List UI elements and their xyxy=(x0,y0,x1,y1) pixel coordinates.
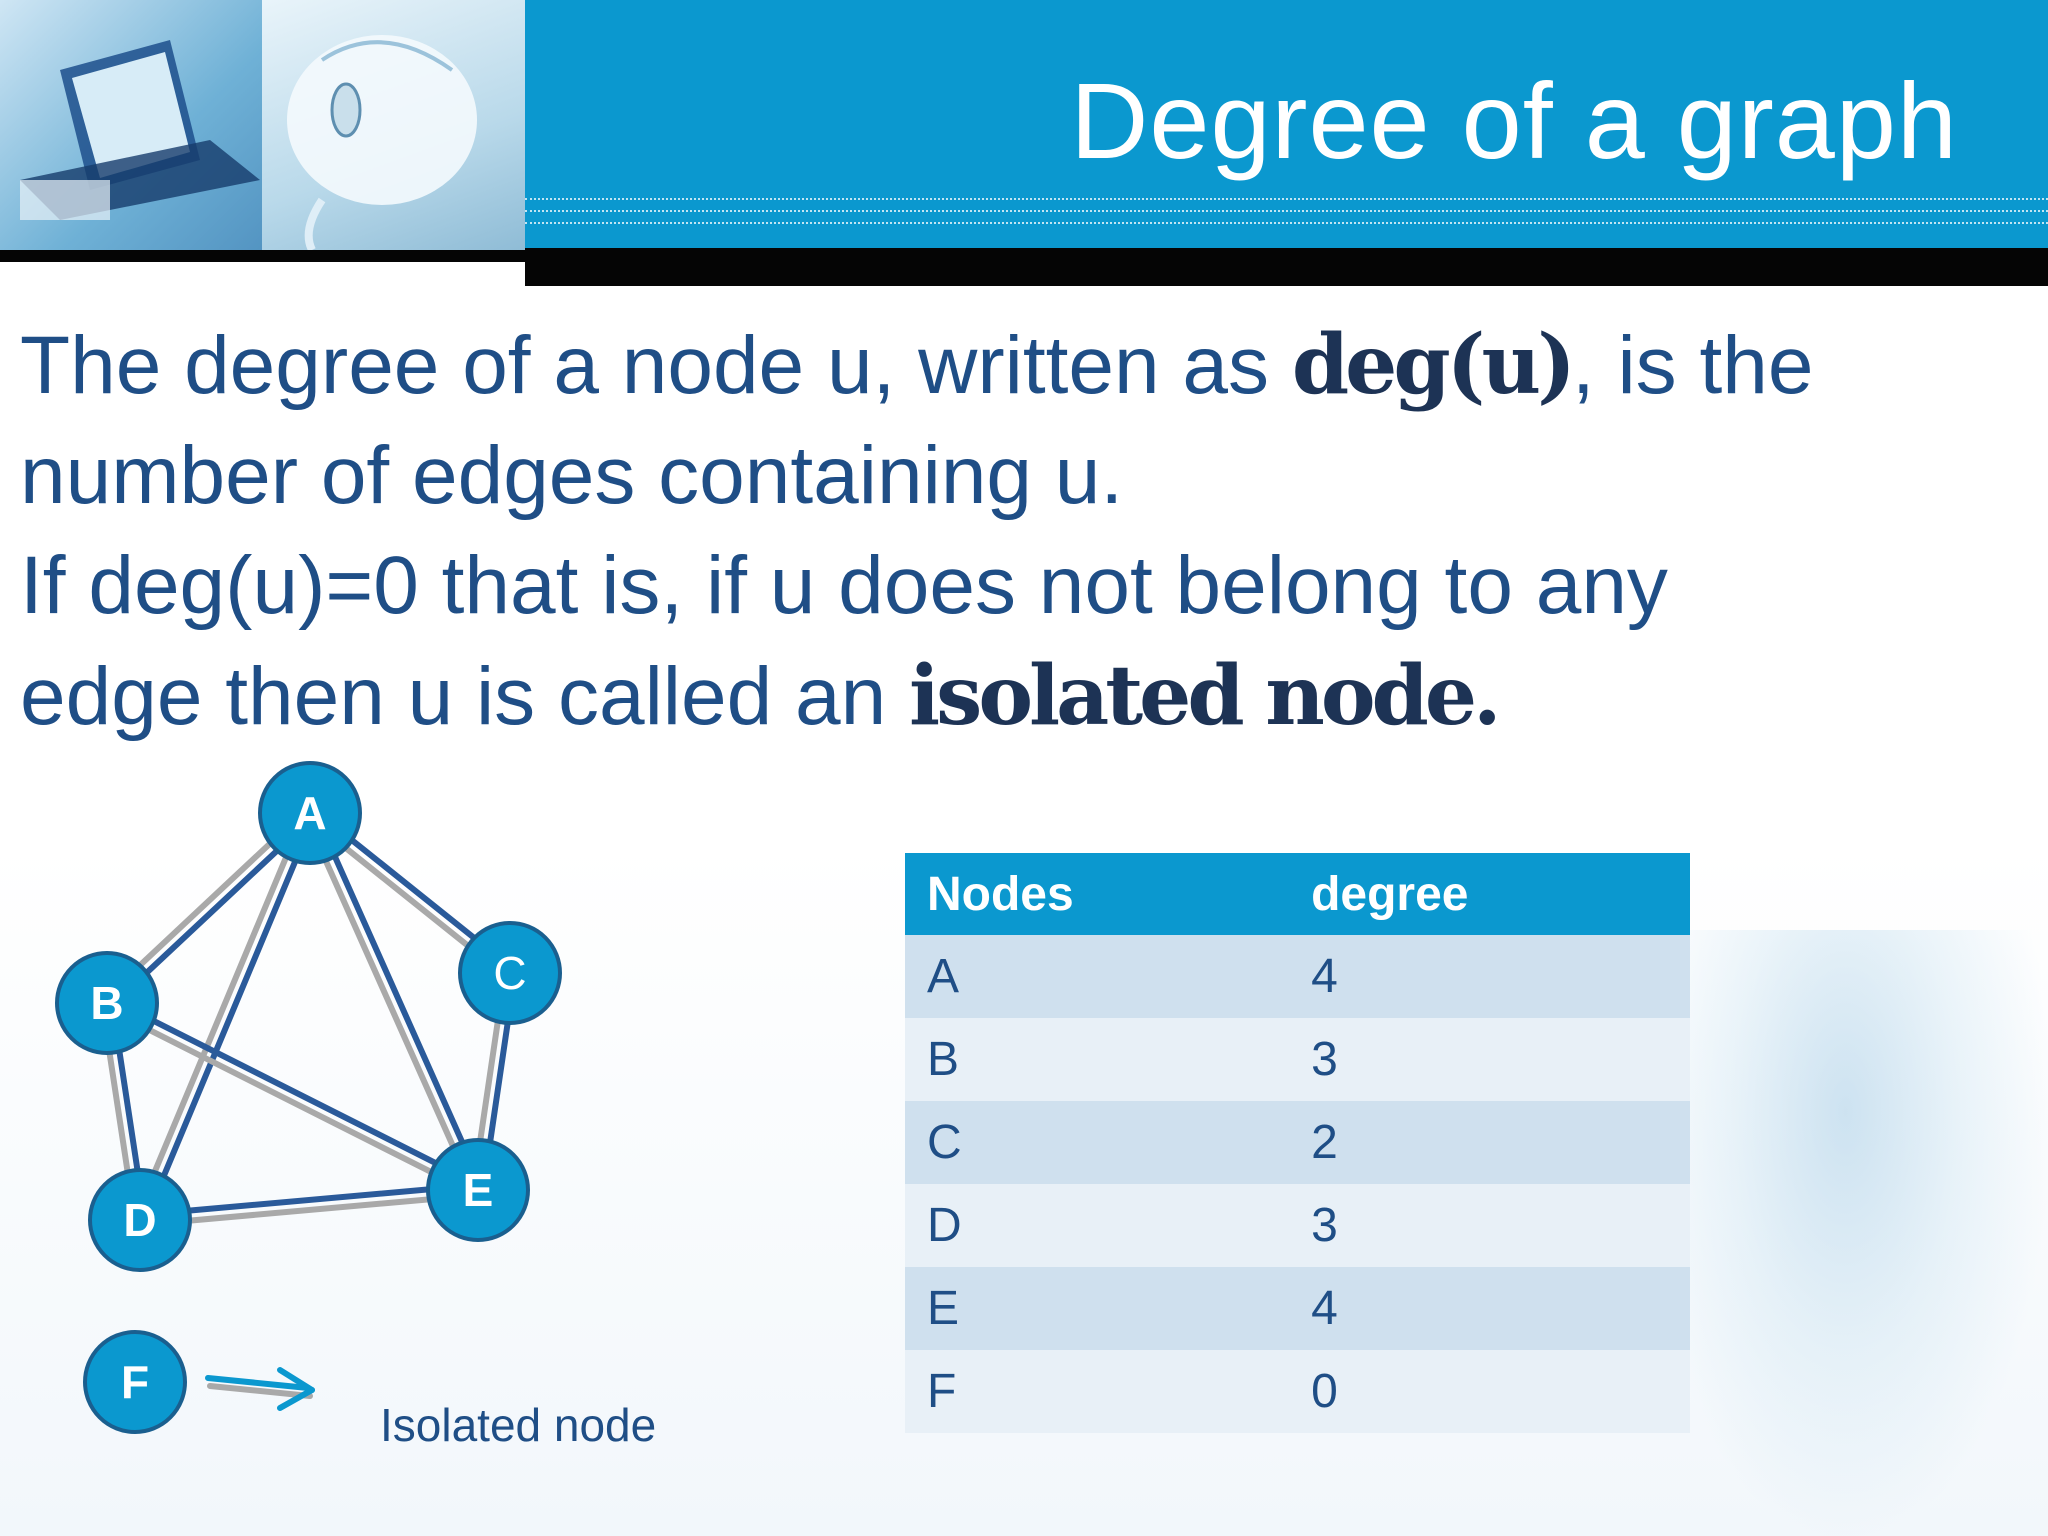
degree-cell: 4 xyxy=(1311,1267,1690,1350)
header-rule-right xyxy=(525,248,2048,286)
isolated-arrow-head-bottom xyxy=(277,1387,315,1411)
para-line-4: edge then u is called an isolated node. xyxy=(20,641,2020,752)
para-line-1: The degree of a node u, written as deg(u… xyxy=(20,310,2020,421)
isolated-arrow xyxy=(205,1375,311,1391)
node-label-c: C xyxy=(493,947,526,999)
edge-AD-shadow xyxy=(132,808,309,1222)
degree-cell: 4 xyxy=(1311,935,1690,1018)
degree-cell: 3 xyxy=(1311,1184,1690,1267)
node-e xyxy=(426,1138,530,1242)
isolated-node-label: Isolated node xyxy=(380,1399,657,1451)
header-bar xyxy=(525,0,2048,248)
degree-cell: 2 xyxy=(1311,1101,1690,1184)
node-label-d: D xyxy=(123,1194,156,1246)
node-d xyxy=(88,1168,192,1272)
degree-cell: 0 xyxy=(1311,1350,1690,1433)
para-line-1b: , is the xyxy=(1571,320,1814,411)
edge-DE-shadow xyxy=(137,1191,482,1228)
laptop-icon xyxy=(20,40,260,220)
node-cell: A xyxy=(905,935,1312,1018)
edge-BE-shadow xyxy=(101,1004,479,1198)
node-a xyxy=(258,761,362,865)
para-line-4a: edge then u is called an xyxy=(20,651,909,742)
edge-DE xyxy=(136,1182,481,1219)
isolated-arrow-shadow xyxy=(207,1383,313,1399)
para-line-1a: The degree of a node u, written as xyxy=(20,320,1292,411)
header-degree: degree xyxy=(1311,853,1690,935)
graph-diagram: A B C D E F xyxy=(55,761,562,1434)
header-rule-left xyxy=(0,250,525,262)
table-header-row: Nodes degree xyxy=(905,853,1690,935)
node-label-e: E xyxy=(463,1164,494,1216)
deg-u-term: deg(u) xyxy=(1291,317,1576,413)
node-label-b: B xyxy=(90,977,123,1029)
definition-paragraph: The degree of a node u, written as deg(u… xyxy=(20,310,2020,752)
watermark-figure xyxy=(1680,930,2048,1536)
node-label-f: F xyxy=(121,1356,149,1408)
header-photo xyxy=(0,0,525,250)
edge-AE-shadow xyxy=(302,812,477,1196)
slide-title: Degree of a graph xyxy=(1070,60,1958,181)
node-label-a: A xyxy=(293,787,326,839)
para-line-3: If deg(u)=0 that is, if u does not belon… xyxy=(20,540,1668,631)
node-b xyxy=(55,951,159,1055)
isolated-node-term: isolated node. xyxy=(909,648,1502,744)
degree-cell: 3 xyxy=(1311,1018,1690,1101)
header-nodes: Nodes xyxy=(905,853,1312,935)
edge-AE xyxy=(311,807,486,1191)
para-line-2: number of edges containing u. xyxy=(20,430,1124,521)
node-cell: B xyxy=(905,1018,1312,1101)
edge-BE xyxy=(106,995,484,1189)
node-cell: C xyxy=(905,1101,1312,1184)
node-cell: F xyxy=(905,1350,1312,1433)
node-c xyxy=(458,921,562,1025)
node-cell: E xyxy=(905,1267,1312,1350)
node-cell: D xyxy=(905,1184,1312,1267)
isolated-arrow-head-top xyxy=(277,1367,315,1393)
node-f xyxy=(83,1330,187,1434)
mouse-image xyxy=(262,0,525,250)
edge-AD xyxy=(141,811,318,1225)
